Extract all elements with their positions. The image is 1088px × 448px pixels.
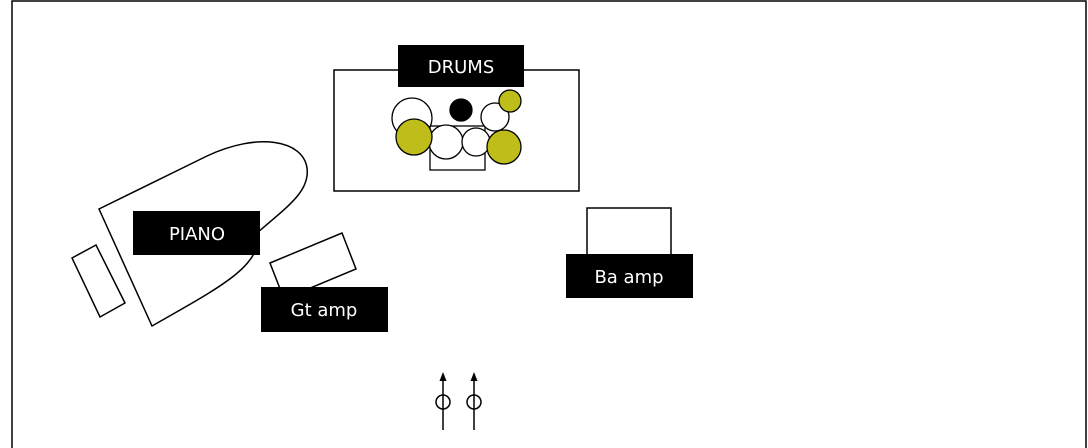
bass-amp-cabinet [586, 207, 672, 256]
piano-label: PIANO [169, 224, 225, 245]
tom-middle [428, 124, 464, 160]
grand-piano: PIANO [71, 141, 308, 328]
tom-right [461, 127, 491, 157]
guitar-amp: Gt amp [261, 232, 388, 332]
drum-riser: DRUMS [333, 45, 580, 192]
microphone-stand-icon [466, 372, 482, 430]
drums-label: DRUMS [428, 57, 495, 78]
cymbal-top-right [498, 89, 522, 113]
drums-label-box [398, 45, 524, 87]
drum-kit [391, 89, 522, 171]
piano-bench [71, 243, 126, 319]
cymbal-right [486, 129, 522, 165]
guitar-amp-label: Gt amp [291, 300, 358, 321]
guitar-amp-label-box [261, 287, 388, 332]
piano-label-box [133, 211, 260, 255]
cymbal-left [395, 118, 433, 156]
bass-amp-label: Ba amp [594, 267, 663, 288]
bass-amp-label-box [566, 254, 693, 298]
stage-border [11, 0, 1087, 448]
bass-amp: Ba amp [566, 207, 693, 298]
snare-drum [449, 98, 473, 122]
microphone-stand-icon [435, 372, 451, 430]
hi-tom [480, 102, 510, 132]
